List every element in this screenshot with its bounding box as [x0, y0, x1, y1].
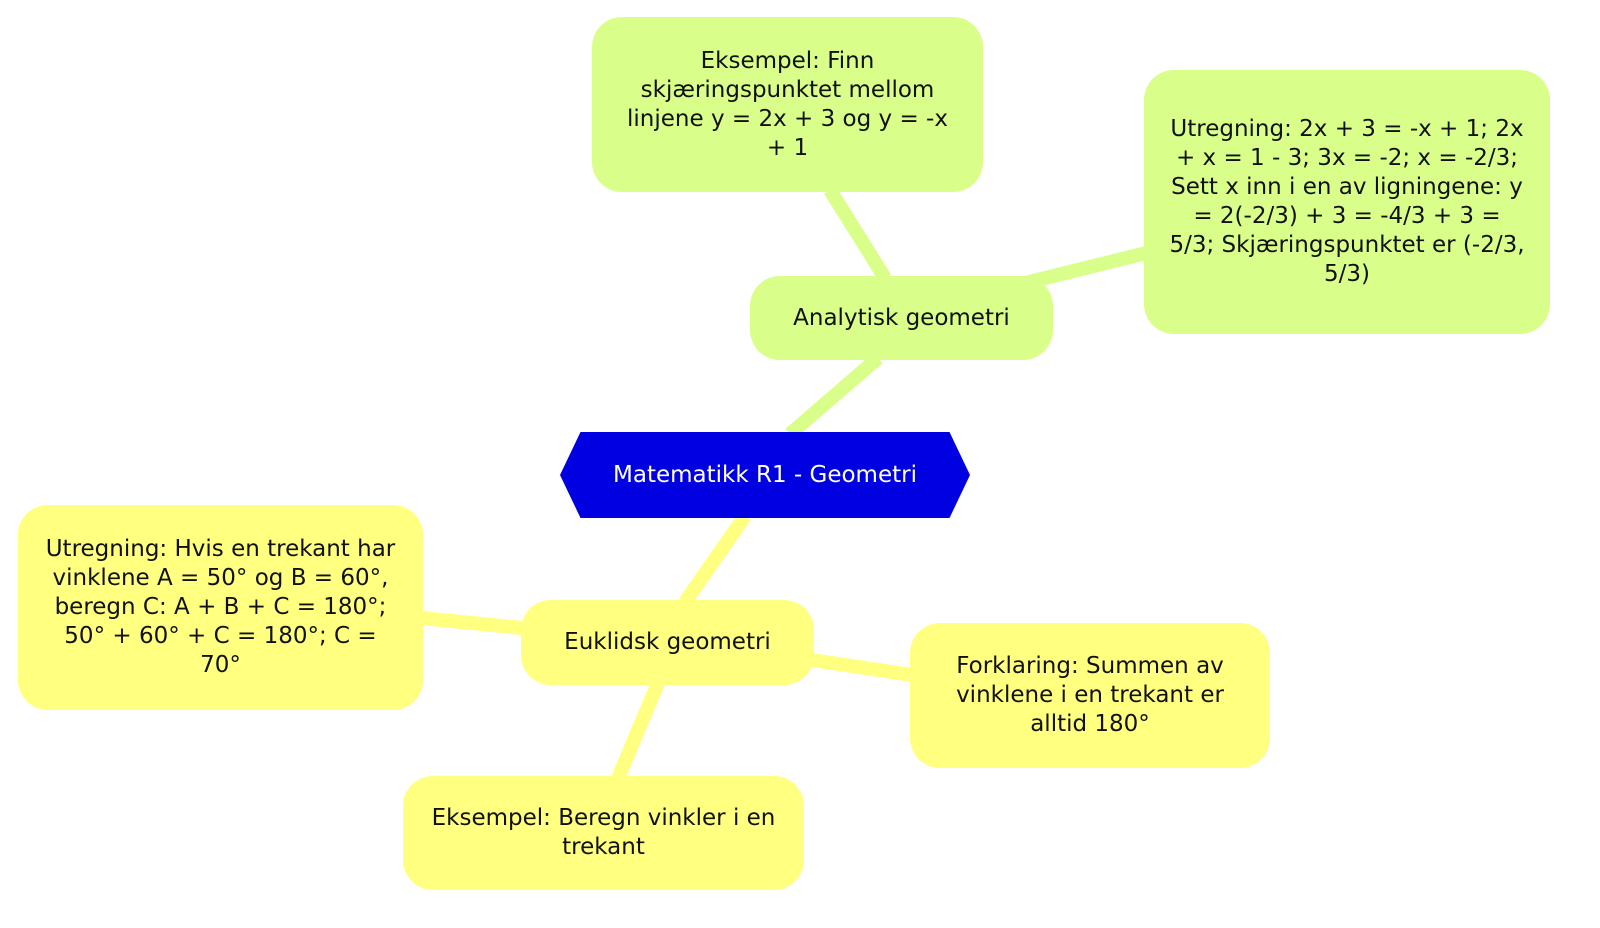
analytisk-node[interactable]: Analytisk geometri	[750, 276, 1053, 360]
edge-euklidsk-example	[611, 680, 665, 781]
euklidsk-example-text: Eksempel: Beregn vinkler i en trekant	[431, 805, 776, 860]
euklidsk-calculation-node[interactable]: Utregning: Hvis en trekant har vinklene …	[18, 505, 423, 710]
euklidsk-explanation-text: Forklaring: Summen av vinklene i en trek…	[956, 653, 1224, 737]
edge-central-euklidsk	[679, 511, 751, 607]
analytisk-example-node[interactable]: Eksempel: Finn skjæringspunktet mellom l…	[592, 17, 983, 192]
central-topic-label: Matematikk R1 - Geometri	[613, 461, 917, 488]
euklidsk-example-node[interactable]: Eksempel: Beregn vinkler i en trekant	[403, 776, 804, 890]
edge-euklidsk-explanation	[810, 653, 914, 682]
analytisk-calculation-text: Utregning: 2x + 3 = -x + 1; 2x + x = 1 -…	[1169, 116, 1525, 287]
edge-central-analytisk	[785, 352, 883, 440]
euklidsk-explanation-node[interactable]: Forklaring: Summen av vinklene i en trek…	[910, 623, 1270, 768]
analytisk-label: Analytisk geometri	[793, 304, 1010, 331]
central-topic-node[interactable]: Matematikk R1 - Geometri	[560, 432, 970, 518]
edge-analytisk-calculation	[1023, 246, 1148, 290]
analytisk-example-text: Eksempel: Finn skjæringspunktet mellom l…	[627, 47, 948, 161]
edge-analytisk-example	[824, 186, 891, 282]
euklidsk-node[interactable]: Euklidsk geometri	[521, 600, 814, 685]
euklidsk-label: Euklidsk geometri	[564, 629, 771, 655]
euklidsk-calculation-text: Utregning: Hvis en trekant har vinklene …	[45, 536, 396, 678]
edge-euklidsk-calculation	[420, 611, 524, 635]
analytisk-calculation-node[interactable]: Utregning: 2x + 3 = -x + 1; 2x + x = 1 -…	[1144, 70, 1550, 334]
